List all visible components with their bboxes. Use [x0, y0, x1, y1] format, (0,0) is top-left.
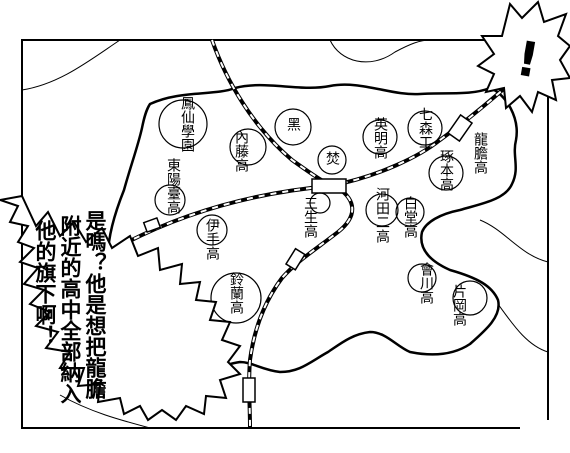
marker-kuro: [274, 108, 312, 146]
marker-hakudo: [395, 197, 425, 227]
label-ryusen: 龍膽高: [472, 131, 488, 174]
marker-kawata: [365, 193, 399, 227]
station-central: [311, 178, 347, 194]
speech-line-1: 是嗎？他是想把龍膽: [83, 210, 108, 400]
label-neito: 內藤高: [233, 130, 249, 172]
label-kuro: 黑: [285, 117, 301, 132]
station-bottom: [242, 377, 256, 403]
label-nanamori: 七森工: [417, 107, 433, 149]
label-hakudo: 白堂高: [402, 196, 418, 238]
label-higashiyodai: 東陽臺高: [165, 158, 181, 214]
marker-higashiyodai: [154, 184, 186, 216]
place-labels: 鳳仙學園 內藤高 黑 焚 英明高 七森工 龍膽高 琢本高 東陽臺高 三生高 河田…: [165, 96, 488, 326]
marker-kataoka: [452, 280, 488, 316]
exclamation-burst: [476, 0, 570, 115]
speech-text: 是嗎？他是想把龍膽 附近的高中全部納入 他的旗下啊！: [33, 210, 108, 404]
marker-suzuran: [210, 272, 262, 324]
label-ite: 伊手高: [204, 218, 220, 260]
marker-ite: [196, 214, 228, 246]
station-east: [446, 113, 474, 143]
label-sogawa: 會川高: [418, 262, 434, 304]
marker-nanamori: [407, 110, 443, 146]
station-west: [142, 216, 162, 234]
label-eimei: 英明高: [372, 116, 388, 159]
label-fen: 焚: [324, 151, 340, 165]
marker-tsukamoto: [428, 155, 464, 191]
label-sanno: 三生高: [302, 196, 318, 238]
label-tsukamoto: 琢本高: [438, 149, 454, 191]
stations: [142, 113, 474, 403]
speech-bubble: [0, 194, 242, 422]
marker-fengxian: [158, 99, 208, 149]
label-kataoka: 片岡高: [451, 284, 467, 326]
label-fengxian: 鳳仙學園: [179, 96, 195, 152]
label-kawata: 河田二高: [374, 187, 390, 243]
marker-neito: [229, 128, 267, 166]
speech-line-2: 附近的高中全部納入: [58, 215, 83, 404]
marker-fen: [317, 145, 347, 175]
place-markers: [154, 99, 488, 324]
label-suzuran: 鈴蘭高: [228, 272, 244, 314]
speech-line-3: 他的旗下啊！: [33, 220, 58, 346]
marker-eimei: [362, 119, 398, 155]
marker-sanno: [309, 192, 331, 214]
marker-sogawa: [407, 263, 437, 293]
station-south: [284, 247, 306, 271]
